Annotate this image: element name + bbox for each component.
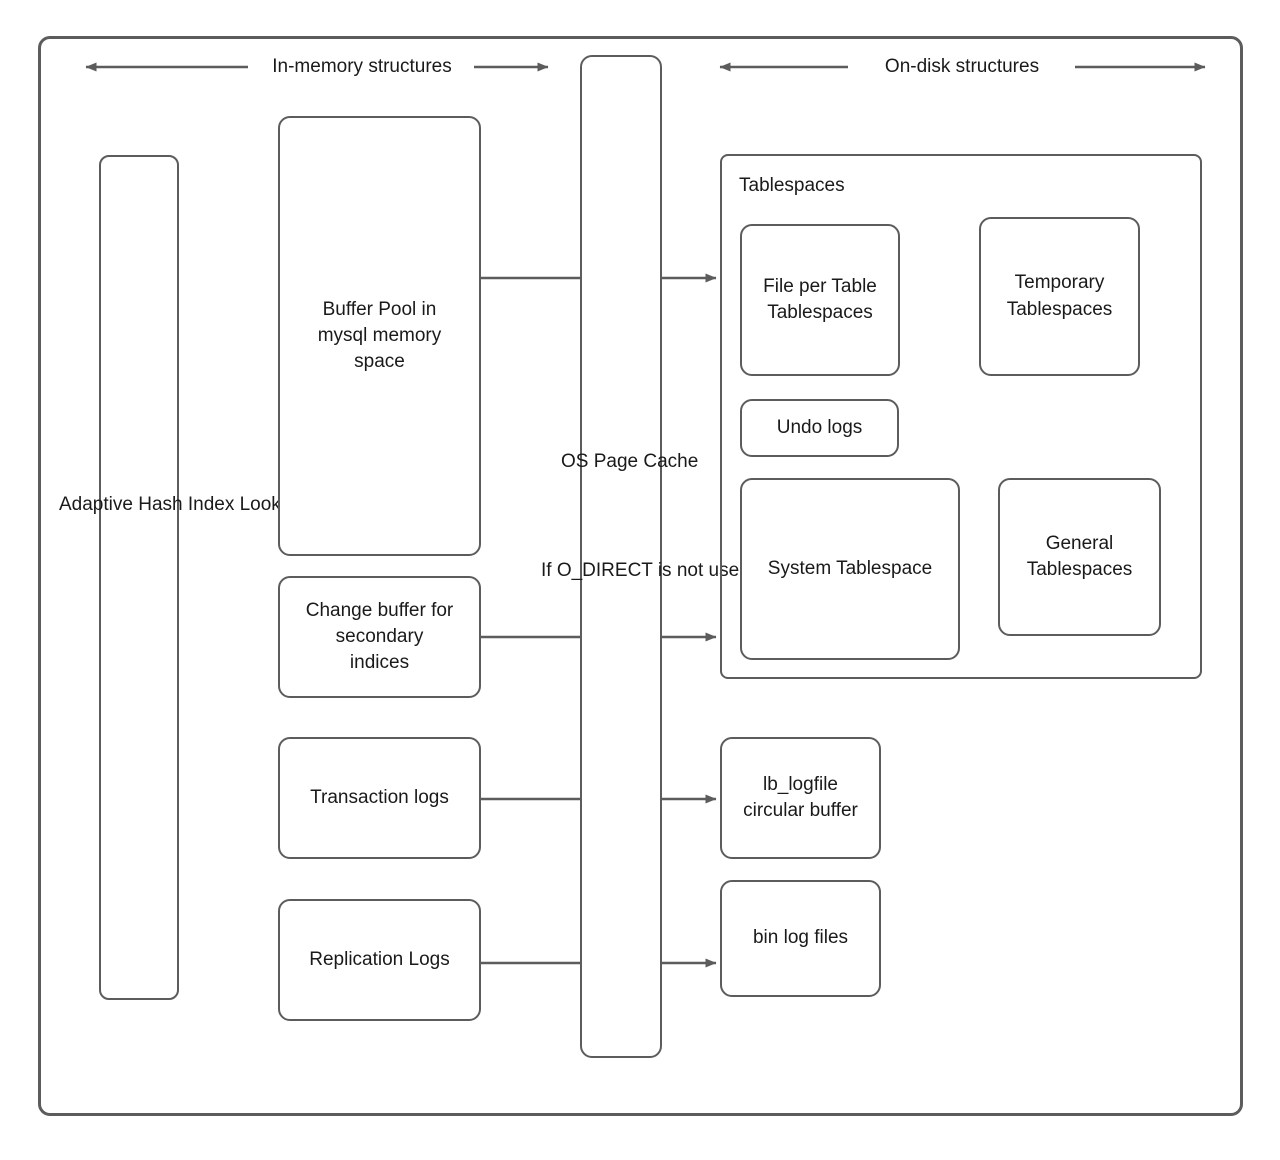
replication-logs-box[interactable]: Replication Logs — [278, 899, 481, 1021]
ib-logfile-label: lb_logfile circular buffer — [743, 773, 858, 821]
section-label-in-memory: In-memory structures — [272, 56, 452, 77]
general-tablespaces-box[interactable]: General Tablespaces — [998, 478, 1161, 636]
bin-log-files-label: bin log files — [752, 927, 849, 949]
temporary-tablespaces-label: Temporary Tablespaces — [1006, 272, 1113, 320]
undo-logs-label: Undo logs — [776, 416, 863, 438]
temporary-tablespaces-box[interactable]: Temporary Tablespaces — [979, 217, 1140, 376]
tablespaces-group — [720, 154, 1202, 679]
file-per-table-tablespaces-label: File per Table Tablespaces — [763, 275, 877, 323]
transaction-logs-label: Transaction logs — [310, 786, 449, 808]
buffer-pool-box[interactable]: Buffer Pool in mysql memory space — [278, 116, 481, 556]
undo-logs-box[interactable]: Undo logs — [740, 399, 899, 457]
bin-log-files-box[interactable]: bin log files — [720, 880, 881, 997]
general-tablespaces-label: General Tablespaces — [1026, 532, 1133, 580]
outer-frame — [38, 36, 1243, 1116]
change-buffer-box[interactable]: Change buffer for secondary indices — [278, 576, 481, 698]
replication-logs-label: Replication Logs — [309, 948, 450, 970]
buffer-pool-label: Buffer Pool in mysql memory space — [317, 298, 442, 373]
ib-logfile-box[interactable]: lb_logfile circular buffer — [720, 737, 881, 859]
tablespaces-group-title: Tablespaces — [739, 175, 845, 196]
adaptive-hash-index-box[interactable] — [99, 155, 179, 1000]
transaction-logs-box[interactable]: Transaction logs — [278, 737, 481, 859]
file-per-table-tablespaces-box[interactable]: File per Table Tablespaces — [740, 224, 900, 376]
os-page-cache-column[interactable] — [580, 55, 662, 1058]
system-tablespace-label: System Tablespace — [767, 557, 933, 579]
section-label-on-disk: On-disk structures — [884, 56, 1040, 77]
change-buffer-label: Change buffer for secondary indices — [305, 599, 454, 674]
system-tablespace-box[interactable]: System Tablespace — [740, 478, 960, 660]
